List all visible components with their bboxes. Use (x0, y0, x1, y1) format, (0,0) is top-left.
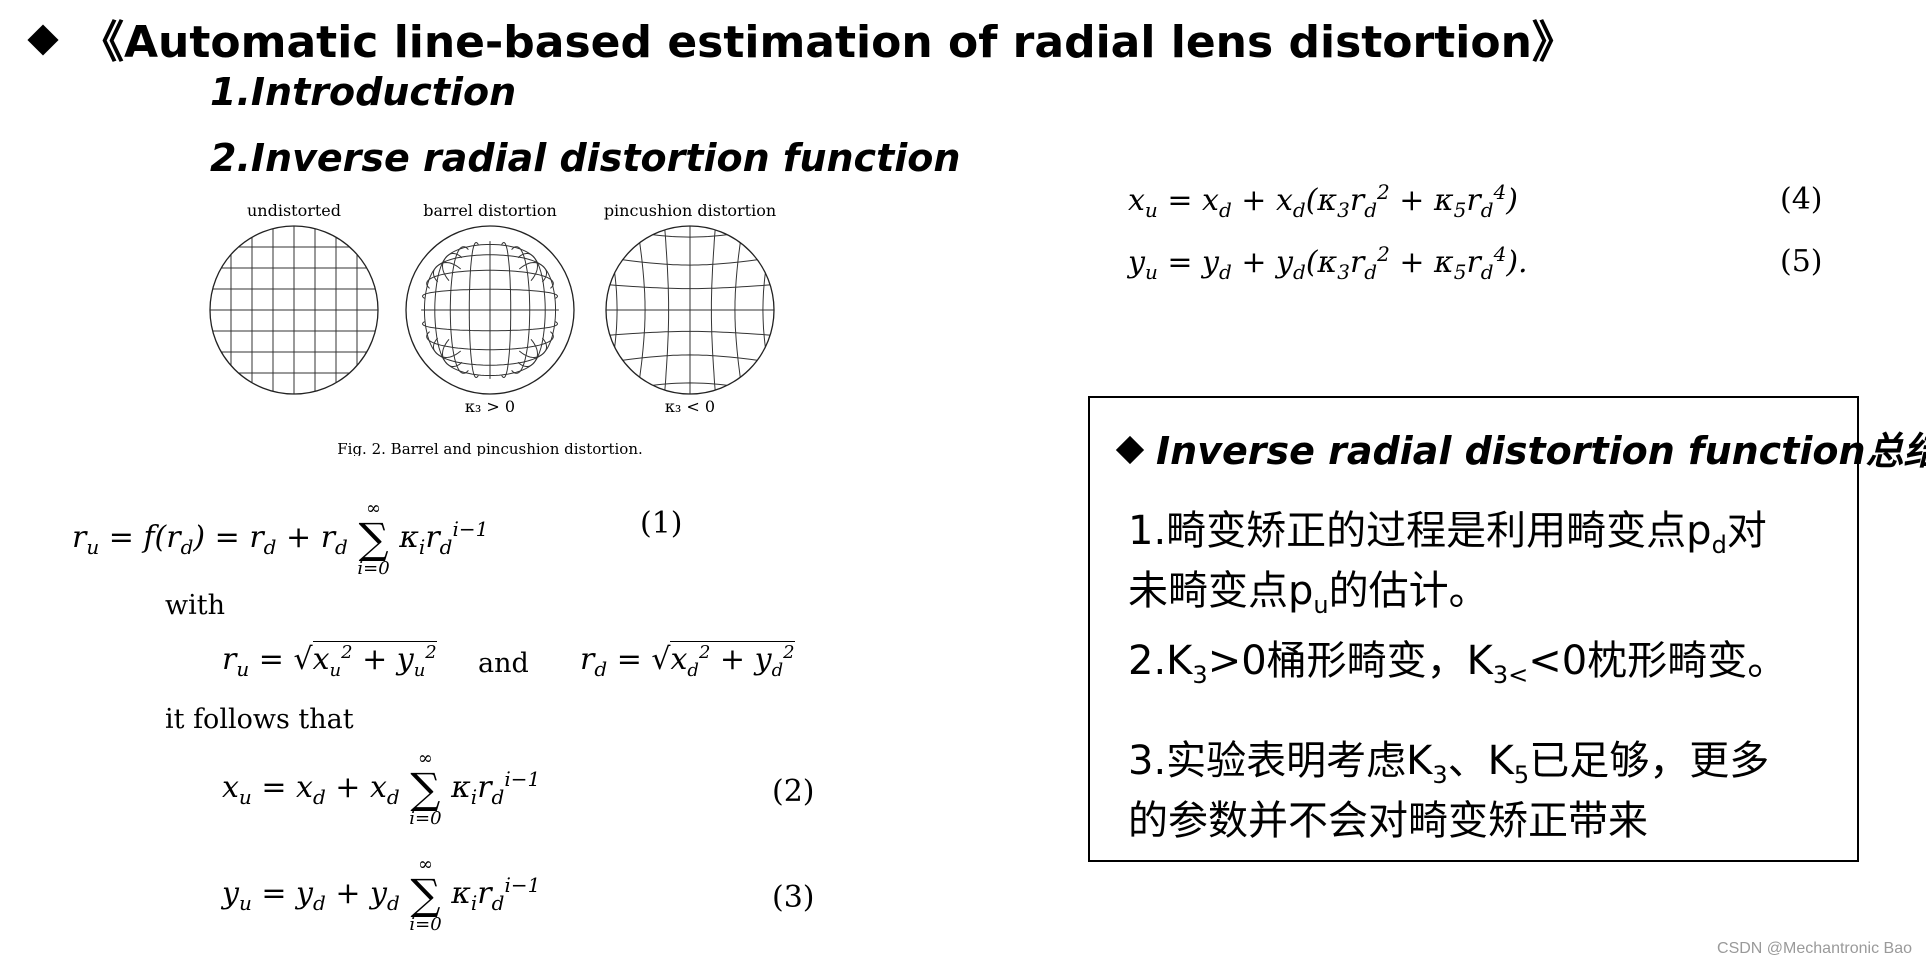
kappa-barrel-label: κ₃ > 0 (465, 397, 515, 416)
equation-3: yu = yd + yd ∞ ∑ i=0 κirdi−1 (222, 854, 541, 935)
slide-title: 《Automatic line-based estimation of radi… (27, 6, 1576, 70)
pincushion-circle (605, 225, 775, 395)
grid-line-vertical (518, 261, 556, 359)
label-undistorted: undistorted (247, 201, 341, 220)
distortion-figure: undistorted barrel distortion pincushion… (200, 196, 790, 458)
summary-item-2: 2.K3>0桶形畸变，K3<<0枕形畸变。 (1128, 638, 1788, 689)
section-introduction: 1.Introduction (210, 70, 517, 114)
equation-4: xu = xd + xd(κ3rd2 + κ5rd4) (1128, 180, 1518, 222)
pincushion-grid (536, 196, 774, 456)
grid-line-vertical (734, 226, 759, 394)
equation-5: yu = yd + yd(κ3rd2 + κ5rd4). (1128, 242, 1528, 284)
summary-item-1: 1.畸变矫正的过程是利用畸变点pd对 未畸变点pu的估计。 (1128, 508, 1767, 619)
barrel-grid (421, 241, 559, 379)
ru-definition: ru = √xu2 + yu2 (222, 641, 437, 681)
eq2-number: (2) (772, 774, 815, 809)
grid-line-horizontal (426, 331, 554, 351)
grid-line-vertical (762, 226, 774, 394)
equation-2: xu = xd + xd ∞ ∑ i=0 κirdi−1 (222, 748, 541, 829)
diamond-bullet-icon (27, 24, 59, 56)
grid-line-horizontal (606, 330, 774, 344)
figure-caption: Fig. 2. Barrel and pincushion distortion… (337, 440, 643, 456)
grid-line-horizontal (606, 354, 774, 379)
grid-line-vertical (710, 226, 724, 394)
eq3-number: (3) (772, 880, 815, 915)
slide-title-text: 《Automatic line-based estimation of radi… (80, 17, 1576, 68)
text-and: and (478, 648, 529, 679)
grid-line-horizontal (421, 321, 559, 332)
eq5-number: (5) (1780, 244, 1823, 279)
summary-heading-en: Inverse radial distortion function (1156, 429, 1866, 473)
summary-item-3: 3.实验表明考虑K3、K5已足够，更多 的参数并不会对畸变矫正带来 (1128, 738, 1770, 844)
distortion-figure-svg: undistorted barrel distortion pincushion… (209, 196, 776, 458)
grid-line-horizontal (441, 338, 539, 376)
summary-heading: Inverse radial distortion function总结 (1115, 420, 1926, 475)
rd-definition: rd = √xd2 + yd2 (580, 641, 795, 681)
equation-1: ru = f(rd) = rd + rd ∞ ∑ i=0 κirdi−1 (72, 498, 489, 579)
text-with: with (165, 590, 225, 621)
grid-line-vertical (606, 226, 618, 394)
summary-heading-zh: 总结 (1865, 429, 1926, 473)
section-inverse-radial: 2.Inverse radial distortion function (210, 136, 961, 180)
grid-line-vertical (501, 241, 512, 379)
grid-line-horizontal (606, 276, 774, 290)
grid-line-vertical (536, 196, 582, 456)
label-barrel: barrel distortion (423, 201, 557, 220)
undistorted-circle (209, 225, 379, 395)
summary-box: Inverse radial distortion function总结 1.畸… (1088, 396, 1926, 862)
summary-diamond-icon (1115, 435, 1145, 465)
label-pincushion: pincushion distortion (604, 201, 776, 220)
kappa-pincushion-label: κ₃ < 0 (665, 397, 715, 416)
grid-line-vertical (511, 246, 531, 374)
watermark: CSDN @Mechantronic Bao (1717, 940, 1912, 957)
text-it-follows: it follows that (165, 704, 354, 735)
eq1-number: (1) (640, 506, 683, 541)
eq4-number: (4) (1780, 182, 1823, 217)
grid-line-horizontal (606, 382, 774, 394)
barrel-circle (405, 225, 575, 395)
grid-line-vertical (621, 226, 646, 394)
